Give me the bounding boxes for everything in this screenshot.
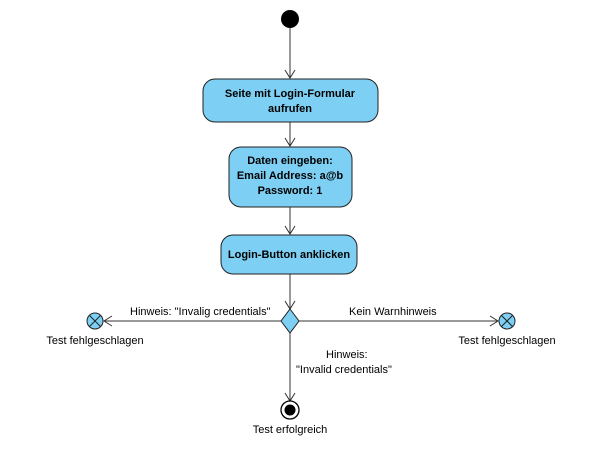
edge-label-left: Hinweis: "Invalig credentials" xyxy=(130,306,271,318)
arrowhead xyxy=(284,69,296,79)
final-label-left-fail: Test fehlgeschlagen xyxy=(46,335,143,347)
action-enter-data-line1: Daten eingeben: xyxy=(247,155,333,167)
arrowhead xyxy=(284,225,296,235)
action-enter-data-line3: Password: 1 xyxy=(258,185,323,197)
action-open-page-line2: aufrufen xyxy=(268,103,312,115)
activity-final-node xyxy=(280,400,300,420)
decision-node xyxy=(280,308,300,334)
action-click-login xyxy=(220,234,358,275)
edge-label-down-line1: Hinweis: xyxy=(326,349,368,361)
edge-label-down-line2: "Invalid credentials" xyxy=(296,364,392,376)
action-click-login-line1: Login-Button anklicken xyxy=(228,249,351,261)
arrowhead xyxy=(489,315,499,327)
final-label-right-fail: Test fehlgeschlagen xyxy=(458,335,555,347)
arrowhead xyxy=(284,137,296,147)
arrowhead xyxy=(103,315,113,327)
action-open-page xyxy=(202,78,379,123)
flow-final-left xyxy=(86,312,104,330)
edge-label-right: Kein Warnhinweis xyxy=(349,306,437,318)
action-enter-data xyxy=(228,146,353,208)
action-open-page-line1: Seite mit Login-Formular xyxy=(225,88,356,100)
flow-final-right xyxy=(498,312,516,330)
final-label-success: Test erfolgreich xyxy=(253,424,328,436)
action-enter-data-line2: Email Address: a@b xyxy=(237,170,344,182)
initial-node xyxy=(281,10,299,28)
